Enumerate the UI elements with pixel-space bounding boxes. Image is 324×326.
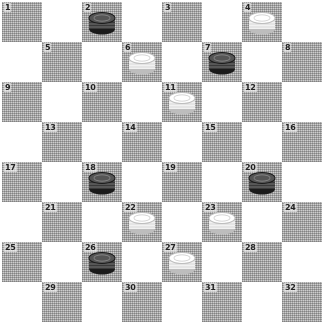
square-number: 8	[284, 43, 291, 52]
dark-square[interactable]: 10	[82, 82, 122, 122]
square-number: 10	[84, 83, 97, 92]
light-square	[42, 242, 82, 282]
light-square	[282, 162, 322, 202]
dark-square[interactable]: 28	[242, 242, 282, 282]
dark-square[interactable]: 22	[122, 202, 162, 242]
light-square	[242, 122, 282, 162]
light-square	[202, 242, 242, 282]
light-square	[242, 202, 282, 242]
dark-square[interactable]: 15	[202, 122, 242, 162]
dark-square[interactable]: 11	[162, 82, 202, 122]
light-square	[162, 122, 202, 162]
square-number: 1	[4, 3, 11, 12]
light-square	[42, 2, 82, 42]
dark-square[interactable]: 18	[82, 162, 122, 202]
light-square	[82, 202, 122, 242]
dark-square[interactable]: 30	[122, 282, 162, 322]
dark-square[interactable]: 26	[82, 242, 122, 282]
dark-square[interactable]: 32	[282, 282, 322, 322]
light-square	[2, 122, 42, 162]
dark-square[interactable]: 25	[2, 242, 42, 282]
dark-square[interactable]: 8	[282, 42, 322, 82]
dark-square[interactable]: 27	[162, 242, 202, 282]
dark-square[interactable]: 1	[2, 2, 42, 42]
square-number: 9	[4, 83, 11, 92]
square-number: 15	[204, 123, 217, 132]
white-piece[interactable]	[207, 209, 237, 236]
dark-square[interactable]: 6	[122, 42, 162, 82]
light-square	[162, 282, 202, 322]
white-piece[interactable]	[167, 89, 197, 116]
light-square	[282, 242, 322, 282]
black-piece[interactable]	[247, 169, 277, 196]
square-number: 17	[4, 163, 17, 172]
square-number: 31	[204, 283, 217, 292]
light-square	[82, 122, 122, 162]
square-number: 13	[44, 123, 57, 132]
square-number: 3	[164, 3, 171, 12]
dark-square[interactable]: 9	[2, 82, 42, 122]
square-number: 21	[44, 203, 57, 212]
dark-square[interactable]: 24	[282, 202, 322, 242]
light-square	[122, 242, 162, 282]
dark-square[interactable]: 20	[242, 162, 282, 202]
light-square	[122, 82, 162, 122]
square-number: 14	[124, 123, 137, 132]
light-square	[202, 82, 242, 122]
light-square	[82, 42, 122, 82]
light-square	[82, 282, 122, 322]
square-number: 19	[164, 163, 177, 172]
white-piece[interactable]	[167, 249, 197, 276]
light-square	[162, 42, 202, 82]
square-number: 24	[284, 203, 297, 212]
square-number: 28	[244, 243, 257, 252]
square-number: 16	[284, 123, 297, 132]
dark-square[interactable]: 7	[202, 42, 242, 82]
dark-square[interactable]: 21	[42, 202, 82, 242]
dark-square[interactable]: 31	[202, 282, 242, 322]
square-number: 5	[44, 43, 51, 52]
white-piece[interactable]	[127, 209, 157, 236]
dark-square[interactable]: 5	[42, 42, 82, 82]
dark-square[interactable]: 4	[242, 2, 282, 42]
dark-square[interactable]: 16	[282, 122, 322, 162]
black-piece[interactable]	[87, 169, 117, 196]
light-square	[122, 2, 162, 42]
light-square	[2, 202, 42, 242]
light-square	[2, 42, 42, 82]
light-square	[162, 202, 202, 242]
light-square	[202, 162, 242, 202]
light-square	[42, 82, 82, 122]
light-square	[282, 2, 322, 42]
square-number: 12	[244, 83, 257, 92]
dark-square[interactable]: 3	[162, 2, 202, 42]
white-piece[interactable]	[127, 49, 157, 76]
square-number: 29	[44, 283, 57, 292]
light-square	[242, 42, 282, 82]
black-piece[interactable]	[207, 49, 237, 76]
light-square	[122, 162, 162, 202]
square-number: 32	[284, 283, 297, 292]
light-square	[282, 82, 322, 122]
dark-square[interactable]: 29	[42, 282, 82, 322]
dark-square[interactable]: 13	[42, 122, 82, 162]
light-square	[2, 282, 42, 322]
light-square	[242, 282, 282, 322]
dark-square[interactable]: 23	[202, 202, 242, 242]
black-piece[interactable]	[87, 249, 117, 276]
square-number: 30	[124, 283, 137, 292]
black-piece[interactable]	[87, 9, 117, 36]
white-piece[interactable]	[247, 9, 277, 36]
dark-square[interactable]: 17	[2, 162, 42, 202]
light-square	[202, 2, 242, 42]
square-number: 25	[4, 243, 17, 252]
light-square	[42, 162, 82, 202]
dark-square[interactable]: 19	[162, 162, 202, 202]
dark-square[interactable]: 2	[82, 2, 122, 42]
dark-square[interactable]: 12	[242, 82, 282, 122]
dark-square[interactable]: 14	[122, 122, 162, 162]
